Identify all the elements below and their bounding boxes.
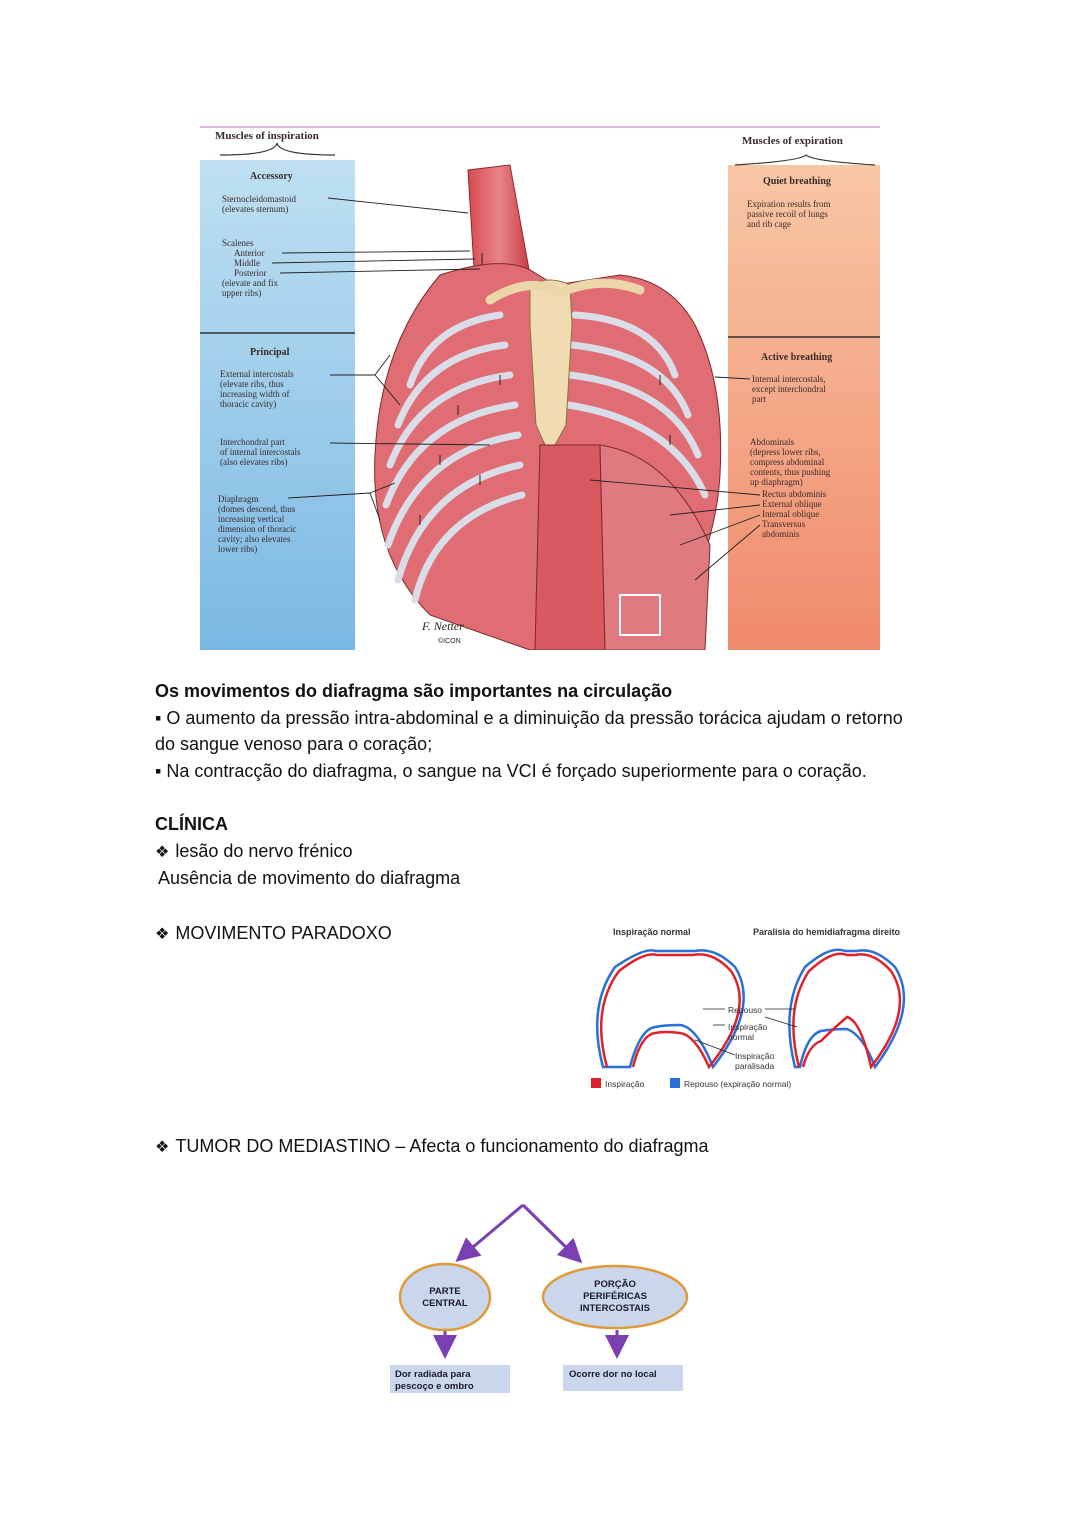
quiet-line: and rib cage — [747, 219, 791, 229]
paradoxical-movement-diagram: Inspiração normal Paralisia do hemidiafr… — [585, 917, 927, 1095]
clinica-item: ❖ lesão do nervo frénico — [155, 838, 352, 866]
principal-line: (also elevates ribs) — [220, 457, 287, 467]
clinica-item: ❖ MOVIMENTO PARADOXO — [155, 920, 392, 948]
active-line: (depress lower ribs, — [750, 447, 821, 457]
accessory-title: Accessory — [250, 171, 293, 182]
active-line: compress abdominal — [750, 457, 825, 467]
box-central-text: pescoço e ombro — [395, 1381, 474, 1392]
clinica-item: ❖ TUMOR DO MEDIASTINO – Afecta o funciona… — [155, 1133, 709, 1161]
diamond-bullet-icon: ❖ — [155, 844, 170, 861]
accessory-line: Sternocleidomastoid — [222, 194, 296, 204]
principal-line: thoracic cavity) — [220, 399, 276, 409]
principal-line: of internal intercostals — [220, 447, 301, 457]
box-central-text: Dor radiada para — [395, 1369, 471, 1380]
paralysis-title: Paralisia do hemidiafragma direito — [753, 927, 901, 937]
active-line: Abdominals — [750, 437, 794, 447]
copyright-mark: ©ICON — [438, 637, 461, 645]
node-central-label: PARTE — [429, 1286, 461, 1297]
expiration-header: Muscles of expiration — [742, 135, 843, 147]
active-line: Rectus abdominis — [762, 489, 827, 499]
arrow — [455, 1203, 524, 1262]
normal-inspiration-title: Inspiração normal — [613, 927, 691, 937]
mediastinal-tumor-flowchart: PARTE CENTRAL PORÇÃO PERIFÉRICAS INTERCO… — [390, 1203, 689, 1393]
paralysed-inspiration-label-2: paralisada — [735, 1061, 774, 1071]
principal-line: lower ribs) — [218, 544, 257, 554]
active-line: except interchondral — [752, 384, 826, 394]
circulation-heading: Os movimentos do diafragma são important… — [155, 681, 673, 701]
quiet-line: Expiration results from — [747, 199, 830, 209]
accessory-line: upper ribs) — [222, 288, 261, 298]
rest-label: Repouso — [728, 1005, 762, 1015]
accessory-line: Posterior — [234, 268, 267, 278]
normal-inspiration-label: Inspiração — [728, 1022, 767, 1032]
legend-swatch-blue — [670, 1078, 680, 1088]
node-peripheral-label: INTERCOSTAIS — [580, 1303, 650, 1314]
accessory-line: (elevates sternum) — [222, 204, 288, 214]
node-peripheral — [541, 1264, 689, 1330]
active-line: part — [752, 394, 766, 404]
accessory-line: (elevate and fix — [222, 278, 278, 288]
active-line: External oblique — [762, 499, 822, 509]
diamond-bullet-icon: ❖ — [155, 926, 170, 943]
quiet-breathing-title: Quiet breathing — [763, 176, 831, 187]
node-central-label: CENTRAL — [422, 1298, 468, 1309]
clinica-item-text: MOVIMENTO PARADOXO — [175, 923, 392, 943]
node-peripheral-label: PORÇÃO — [594, 1279, 636, 1290]
active-line: up diaphragm) — [750, 477, 803, 487]
active-line: abdominis — [762, 529, 800, 539]
normal-inspiration-label-2: normal — [728, 1032, 754, 1042]
rib-cage-drawing — [374, 164, 722, 650]
accessory-line: Anterior — [234, 248, 265, 258]
clinica-heading: CLÍNICA — [155, 814, 228, 834]
active-line: Transversus — [762, 519, 806, 529]
legend-rest: Repouso (expiração normal) — [684, 1079, 791, 1089]
circulation-bullet: ▪ O aumento da pressão intra-abdominal e… — [155, 708, 903, 728]
accessory-line: Scalenes — [222, 238, 254, 248]
respiratory-muscles-illustration: Muscles of inspiration Muscles of expira… — [200, 126, 880, 650]
circulation-bullet-cont: do sangue venoso para o coração; — [155, 734, 433, 754]
box-central-outcome — [390, 1365, 510, 1393]
box-peripheral-text: Ocorre dor no local — [569, 1369, 657, 1380]
legend-swatch-red — [591, 1078, 601, 1088]
active-line: Internal intercostals, — [752, 374, 825, 384]
quiet-line: passive recoil of lungs — [747, 209, 828, 219]
principal-line: cavity; also elevates — [218, 534, 291, 544]
principal-line: (domes descend, thus — [218, 504, 296, 514]
node-peripheral-label: PERIFÉRICAS — [583, 1291, 647, 1302]
artist-signature: F. Netter — [421, 619, 464, 633]
principal-line: (elevate ribs, thus — [220, 379, 284, 389]
principal-line: Interchondral part — [220, 437, 285, 447]
box-peripheral-outcome — [563, 1365, 683, 1391]
principal-title: Principal — [250, 347, 290, 358]
diamond-bullet-icon: ❖ — [155, 1139, 170, 1156]
principal-line: increasing width of — [220, 389, 289, 399]
inspiration-header: Muscles of inspiration — [215, 130, 319, 142]
clinica-item-text: TUMOR DO MEDIASTINO – Afecta o funcionam… — [175, 1136, 709, 1156]
legend-inspiration: Inspiração — [605, 1079, 644, 1089]
node-central — [398, 1262, 492, 1332]
active-breathing-title: Active breathing — [761, 352, 832, 363]
active-line: contents, thus pushing — [750, 467, 831, 477]
active-line: Internal oblique — [762, 509, 819, 519]
principal-line: External intercostals — [220, 369, 294, 379]
principal-line: Diaphragm — [218, 494, 259, 504]
principal-line: dimension of thoracic — [218, 524, 296, 534]
clinica-item-text: lesão do nervo frénico — [175, 841, 353, 861]
circulation-bullet: ▪ Na contracção do diafragma, o sangue n… — [155, 761, 867, 781]
paralysed-inspiration-label: Inspiração — [735, 1051, 774, 1061]
clinica-subitem: Ausência de movimento do diafragma — [158, 868, 461, 888]
principal-line: increasing vertical — [218, 514, 285, 524]
accessory-line: Middle — [234, 258, 260, 268]
arrow — [521, 1203, 583, 1264]
